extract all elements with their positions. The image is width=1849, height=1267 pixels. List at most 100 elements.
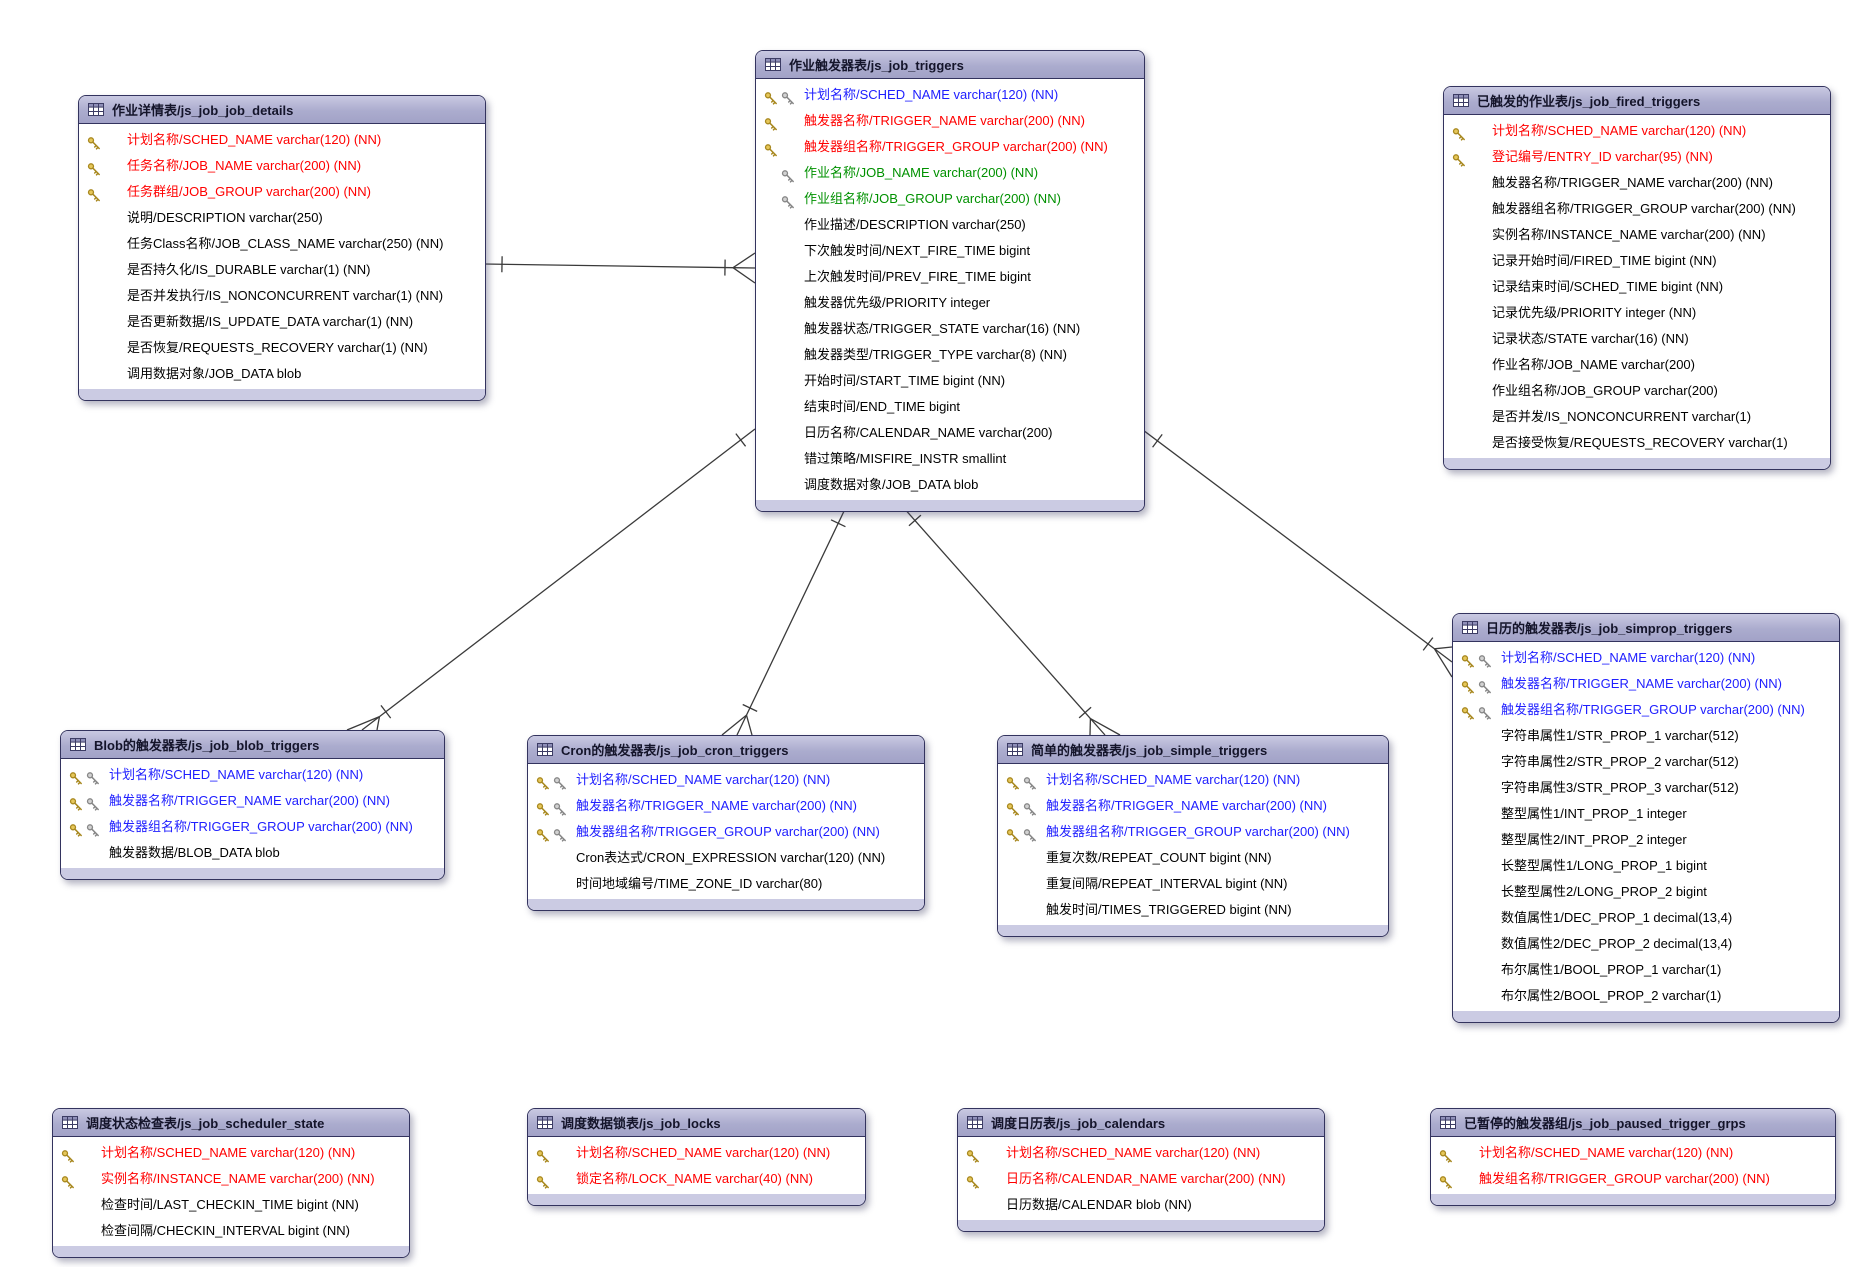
column-row[interactable]: 触发时间/TIMES_TRIGGERED bigint (NN)	[998, 897, 1388, 923]
column-row[interactable]: 调度数据对象/JOB_DATA blob	[756, 472, 1144, 498]
column-row[interactable]: 触发器名称/TRIGGER_NAME varchar(200) (NN)	[528, 793, 924, 819]
column-row[interactable]: 结束时间/END_TIME bigint	[756, 394, 1144, 420]
column-row[interactable]: 上次触发时间/PREV_FIRE_TIME bigint	[756, 264, 1144, 290]
column-row[interactable]: 触发器名称/TRIGGER_NAME varchar(200) (NN)	[1444, 170, 1830, 196]
column-row[interactable]: 作业名称/JOB_NAME varchar(200)	[1444, 352, 1830, 378]
column-row[interactable]: 是否持久化/IS_DURABLE varchar(1) (NN)	[79, 257, 485, 283]
column-row[interactable]: 布尔属性1/BOOL_PROP_1 varchar(1)	[1453, 957, 1839, 983]
column-row[interactable]: 作业组名称/JOB_GROUP varchar(200)	[1444, 378, 1830, 404]
table-js_job_locks[interactable]: 调度数据锁表/js_job_locks 计划名称/SCHED_NAME varch…	[527, 1108, 866, 1206]
column-row[interactable]: 调用数据对象/JOB_DATA blob	[79, 361, 485, 387]
column-row[interactable]: 计划名称/SCHED_NAME varchar(120) (NN)	[998, 767, 1388, 793]
column-row[interactable]: 是否并发执行/IS_NONCONCURRENT varchar(1) (NN)	[79, 283, 485, 309]
column-row[interactable]: 实例名称/INSTANCE_NAME varchar(200) (NN)	[53, 1166, 409, 1192]
column-row[interactable]: 长整型属性2/LONG_PROP_2 bigint	[1453, 879, 1839, 905]
column-row[interactable]: 触发器组名称/TRIGGER_GROUP varchar(200) (NN)	[756, 134, 1144, 160]
column-row[interactable]: 实例名称/INSTANCE_NAME varchar(200) (NN)	[1444, 222, 1830, 248]
column-row[interactable]: 记录结束时间/SCHED_TIME bigint (NN)	[1444, 274, 1830, 300]
table-js_job_cron_triggers[interactable]: Cron的触发器表/js_job_cron_triggers 计划名称/SCHED…	[527, 735, 925, 911]
column-row[interactable]: 说明/DESCRIPTION varchar(250)	[79, 205, 485, 231]
column-row[interactable]: 触发组名称/TRIGGER_GROUP varchar(200) (NN)	[1431, 1166, 1835, 1192]
column-row[interactable]: 触发器组名称/TRIGGER_GROUP varchar(200) (NN)	[1453, 697, 1839, 723]
rel-job-details-to-triggers[interactable]	[483, 252, 756, 284]
column-row[interactable]: 整型属性2/INT_PROP_2 integer	[1453, 827, 1839, 853]
column-row[interactable]: 作业组名称/JOB_GROUP varchar(200) (NN)	[756, 186, 1144, 212]
column-row[interactable]: 是否并发/IS_NONCONCURRENT varchar(1)	[1444, 404, 1830, 430]
column-row[interactable]: 整型属性1/INT_PROP_1 integer	[1453, 801, 1839, 827]
column-row[interactable]: 下次触发时间/NEXT_FIRE_TIME bigint	[756, 238, 1144, 264]
table-header[interactable]: 已触发的作业表/js_job_fired_triggers	[1444, 87, 1830, 115]
rel-triggers-to-simprop-triggers[interactable]	[1142, 429, 1453, 678]
column-row[interactable]: 重复间隔/REPEAT_INTERVAL bigint (NN)	[998, 871, 1388, 897]
column-row[interactable]: 触发器名称/TRIGGER_NAME varchar(200) (NN)	[61, 788, 444, 814]
column-row[interactable]: 触发器名称/TRIGGER_NAME varchar(200) (NN)	[998, 793, 1388, 819]
column-row[interactable]: 触发器组名称/TRIGGER_GROUP varchar(200) (NN)	[998, 819, 1388, 845]
column-row[interactable]: 计划名称/SCHED_NAME varchar(120) (NN)	[958, 1140, 1324, 1166]
column-row[interactable]: 重复次数/REPEAT_COUNT bigint (NN)	[998, 845, 1388, 871]
column-row[interactable]: 登记编号/ENTRY_ID varchar(95) (NN)	[1444, 144, 1830, 170]
column-row[interactable]: 作业名称/JOB_NAME varchar(200) (NN)	[756, 160, 1144, 186]
column-row[interactable]: 任务群组/JOB_GROUP varchar(200) (NN)	[79, 179, 485, 205]
column-row[interactable]: 记录开始时间/FIRED_TIME bigint (NN)	[1444, 248, 1830, 274]
table-header[interactable]: 作业触发器表/js_job_triggers	[756, 51, 1144, 79]
table-header[interactable]: Cron的触发器表/js_job_cron_triggers	[528, 736, 924, 764]
column-row[interactable]: 作业描述/DESCRIPTION varchar(250)	[756, 212, 1144, 238]
column-row[interactable]: 触发器类型/TRIGGER_TYPE varchar(8) (NN)	[756, 342, 1144, 368]
column-row[interactable]: 字符串属性3/STR_PROP_3 varchar(512)	[1453, 775, 1839, 801]
column-row[interactable]: 触发器组名称/TRIGGER_GROUP varchar(200) (NN)	[1444, 196, 1830, 222]
column-row[interactable]: 任务名称/JOB_NAME varchar(200) (NN)	[79, 153, 485, 179]
column-row[interactable]: 检查间隔/CHECKIN_INTERVAL bigint (NN)	[53, 1218, 409, 1244]
column-row[interactable]: 布尔属性2/BOOL_PROP_2 varchar(1)	[1453, 983, 1839, 1009]
column-row[interactable]: 记录优先级/PRIORITY integer (NN)	[1444, 300, 1830, 326]
column-row[interactable]: 触发器组名称/TRIGGER_GROUP varchar(200) (NN)	[528, 819, 924, 845]
rel-triggers-to-cron-triggers[interactable]	[721, 506, 847, 736]
table-header[interactable]: 简单的触发器表/js_job_simple_triggers	[998, 736, 1388, 764]
column-row[interactable]: 计划名称/SCHED_NAME varchar(120) (NN)	[53, 1140, 409, 1166]
column-row[interactable]: 触发器组名称/TRIGGER_GROUP varchar(200) (NN)	[61, 814, 444, 840]
column-row[interactable]: 是否更新数据/IS_UPDATE_DATA varchar(1) (NN)	[79, 309, 485, 335]
column-row[interactable]: 触发器名称/TRIGGER_NAME varchar(200) (NN)	[1453, 671, 1839, 697]
rel-triggers-to-blob-triggers[interactable]	[346, 428, 756, 731]
column-row[interactable]: 长整型属性1/LONG_PROP_1 bigint	[1453, 853, 1839, 879]
column-row[interactable]: 计划名称/SCHED_NAME varchar(120) (NN)	[528, 767, 924, 793]
column-row[interactable]: 数值属性2/DEC_PROP_2 decimal(13,4)	[1453, 931, 1839, 957]
table-js_job_calendars[interactable]: 调度日历表/js_job_calendars 计划名称/SCHED_NAME va…	[957, 1108, 1325, 1232]
column-row[interactable]: 计划名称/SCHED_NAME varchar(120) (NN)	[79, 127, 485, 153]
column-row[interactable]: 字符串属性2/STR_PROP_2 varchar(512)	[1453, 749, 1839, 775]
table-header[interactable]: 调度状态检查表/js_job_scheduler_state	[53, 1109, 409, 1137]
column-row[interactable]: 任务Class名称/JOB_CLASS_NAME varchar(250) (N…	[79, 231, 485, 257]
column-row[interactable]: 日历名称/CALENDAR_NAME varchar(200)	[756, 420, 1144, 446]
column-row[interactable]: 错过策略/MISFIRE_INSTR smallint	[756, 446, 1144, 472]
column-row[interactable]: 计划名称/SCHED_NAME varchar(120) (NN)	[528, 1140, 865, 1166]
column-row[interactable]: 触发器优先级/PRIORITY integer	[756, 290, 1144, 316]
table-js_job_simple_triggers[interactable]: 简单的触发器表/js_job_simple_triggers 计划名称/SCHED…	[997, 735, 1389, 937]
column-row[interactable]: 是否恢复/REQUESTS_RECOVERY varchar(1) (NN)	[79, 335, 485, 361]
table-header[interactable]: 调度日历表/js_job_calendars	[958, 1109, 1324, 1137]
column-row[interactable]: 触发器状态/TRIGGER_STATE varchar(16) (NN)	[756, 316, 1144, 342]
column-row[interactable]: 触发器数据/BLOB_DATA blob	[61, 840, 444, 866]
table-js_job_scheduler_state[interactable]: 调度状态检查表/js_job_scheduler_state 计划名称/SCHED…	[52, 1108, 410, 1258]
column-row[interactable]: 是否接受恢复/REQUESTS_RECOVERY varchar(1)	[1444, 430, 1830, 456]
table-header[interactable]: 调度数据锁表/js_job_locks	[528, 1109, 865, 1137]
table-header[interactable]: Blob的触发器表/js_job_blob_triggers	[61, 731, 444, 759]
table-header[interactable]: 已暂停的触发器组/js_job_paused_trigger_grps	[1431, 1109, 1835, 1137]
column-row[interactable]: 触发器名称/TRIGGER_NAME varchar(200) (NN)	[756, 108, 1144, 134]
column-row[interactable]: 计划名称/SCHED_NAME varchar(120) (NN)	[1453, 645, 1839, 671]
column-row[interactable]: 计划名称/SCHED_NAME varchar(120) (NN)	[1431, 1140, 1835, 1166]
column-row[interactable]: 时间地域编号/TIME_ZONE_ID varchar(80)	[528, 871, 924, 897]
column-row[interactable]: 锁定名称/LOCK_NAME varchar(40) (NN)	[528, 1166, 865, 1192]
column-row[interactable]: 记录状态/STATE varchar(16) (NN)	[1444, 326, 1830, 352]
table-js_job_blob_triggers[interactable]: Blob的触发器表/js_job_blob_triggers 计划名称/SCHED…	[60, 730, 445, 880]
column-row[interactable]: 检查时间/LAST_CHECKIN_TIME bigint (NN)	[53, 1192, 409, 1218]
column-row[interactable]: 开始时间/START_TIME bigint (NN)	[756, 368, 1144, 394]
rel-triggers-to-simple-triggers[interactable]	[902, 506, 1121, 736]
column-row[interactable]: Cron表达式/CRON_EXPRESSION varchar(120) (NN…	[528, 845, 924, 871]
column-row[interactable]: 计划名称/SCHED_NAME varchar(120) (NN)	[61, 762, 444, 788]
column-row[interactable]: 数值属性1/DEC_PROP_1 decimal(13,4)	[1453, 905, 1839, 931]
column-row[interactable]: 字符串属性1/STR_PROP_1 varchar(512)	[1453, 723, 1839, 749]
column-row[interactable]: 日历名称/CALENDAR_NAME varchar(200) (NN)	[958, 1166, 1324, 1192]
